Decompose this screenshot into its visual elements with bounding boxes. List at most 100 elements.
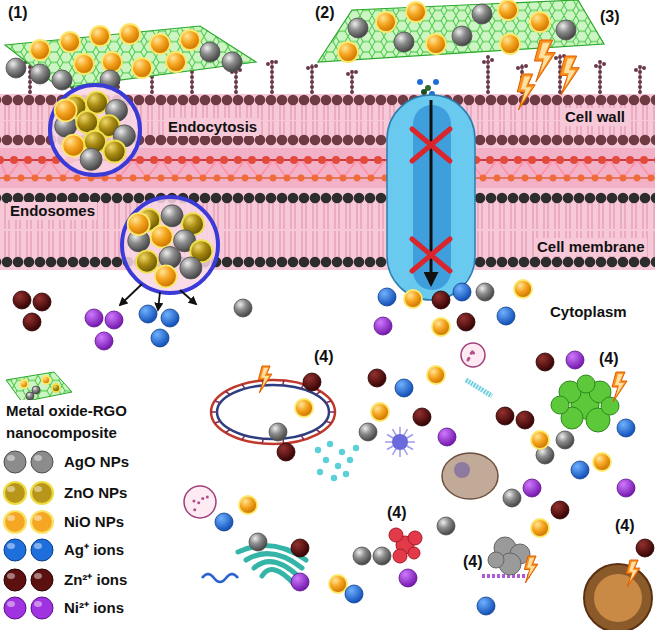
glycan-bead (486, 55, 490, 59)
lipid-head (343, 193, 354, 204)
peptidoglycan-unit (262, 156, 270, 164)
swatch-circle (4, 511, 26, 533)
lipid-head (266, 257, 277, 268)
lipid-head (552, 135, 563, 146)
zinc-ion (368, 369, 386, 387)
swatch-circle (31, 511, 53, 533)
callout-number: (4) (597, 350, 621, 368)
lipid-head (112, 193, 123, 204)
vesicle-dot (201, 497, 204, 500)
dna-base-pair (316, 429, 321, 432)
lipid-head (68, 257, 79, 268)
nio-nanoparticle (42, 376, 50, 384)
lipid-head (178, 95, 189, 106)
glycan-bead (266, 62, 270, 66)
lipid-head (376, 95, 387, 106)
ion-dot (433, 79, 439, 85)
glycan-bead (482, 60, 486, 64)
nio-nanoparticle (593, 453, 611, 471)
peptidoglycan-unit (32, 175, 39, 182)
lipid-head (354, 95, 365, 106)
legend-text: Ag⁺ ions (62, 541, 126, 559)
peptidoglycan-unit (248, 156, 256, 164)
peptidoglycan-unit (522, 175, 529, 182)
peptidoglycan-unit (186, 175, 193, 182)
lipid-head (101, 257, 112, 268)
peptidoglycan-unit (228, 175, 235, 182)
lipid-head (299, 135, 310, 146)
lipid-head (651, 257, 655, 268)
peptidoglycan-unit (18, 175, 25, 182)
swatch-circle (4, 597, 26, 619)
peptidoglycan-unit (326, 175, 333, 182)
callout-number: (2) (313, 4, 337, 22)
lipid-head (233, 135, 244, 146)
nio-nanoparticle (329, 575, 347, 593)
glycan-bead (602, 62, 606, 66)
lipid-head (629, 193, 640, 204)
glycan-bead (516, 66, 520, 70)
droplet (353, 445, 359, 451)
nanocomposite-sheets (5, 0, 604, 97)
lipid-head (508, 95, 519, 106)
peptidoglycan-unit (206, 156, 214, 164)
vacuole (442, 453, 498, 499)
nio-nanoparticle (62, 135, 84, 157)
nickel-ion (617, 479, 635, 497)
nio-nanoparticle (427, 366, 445, 384)
lipid-head (255, 257, 266, 268)
structure-label: Endosomes (8, 202, 97, 220)
legend-swatch (2, 509, 58, 535)
nio-nanoparticle (426, 34, 446, 54)
peptidoglycan-unit (312, 175, 319, 182)
nio-nanoparticle (371, 403, 389, 421)
lipid-head (266, 95, 277, 106)
glycan-bead (486, 65, 490, 69)
lipid-head (563, 135, 574, 146)
peptidoglycan-unit (542, 156, 550, 164)
glycan-bead (638, 75, 642, 79)
dna-base-pair (215, 421, 221, 423)
lightning-bolt (560, 56, 580, 95)
lipid-head (222, 193, 233, 204)
lipid-head (321, 193, 332, 204)
lipid-head (354, 257, 365, 268)
lipid-head (640, 257, 651, 268)
nio-nanoparticle (514, 280, 532, 298)
lipid-head (13, 135, 24, 146)
legend-text: Ni²⁺ ions (62, 599, 126, 617)
peptidoglycan-unit (130, 175, 137, 182)
silver-ion (378, 288, 396, 306)
lipid-head (552, 95, 563, 106)
lightning-bolt (534, 40, 555, 82)
callout-number: (4) (385, 504, 409, 522)
swatch-highlight (7, 486, 15, 492)
peptidoglycan-unit (368, 175, 375, 182)
lipid-head (365, 257, 376, 268)
glycan-bead (490, 58, 494, 62)
swatch-highlight (34, 573, 42, 579)
ago-nanoparticle (452, 26, 472, 46)
radiation-bolts (258, 40, 640, 587)
lipid-head (497, 135, 508, 146)
nio-nanoparticle (338, 42, 358, 62)
peptidoglycan-unit (360, 156, 368, 164)
lightning-bolt (626, 560, 640, 587)
peptidoglycan-unit (4, 175, 11, 182)
lipid-head (255, 135, 266, 146)
dna-base-pair (211, 411, 217, 413)
lipid-head (475, 257, 486, 268)
dna-base-pair (301, 435, 304, 439)
glycan-bead (314, 64, 318, 68)
structure-label: Cell wall (563, 108, 627, 126)
peptidoglycan-unit (598, 156, 606, 164)
droplet (327, 441, 333, 447)
ion-dot (421, 89, 427, 95)
legend-text: Zn²⁺ ions (62, 571, 129, 589)
peptidoglycan-unit (172, 175, 179, 182)
legend-item: Metal oxide-RGO nanocomposite (0, 370, 240, 446)
zinc-ion (23, 313, 41, 331)
nickel-ion (438, 428, 456, 446)
zinc-ion (636, 539, 654, 557)
nio-nanoparticle (155, 265, 177, 287)
